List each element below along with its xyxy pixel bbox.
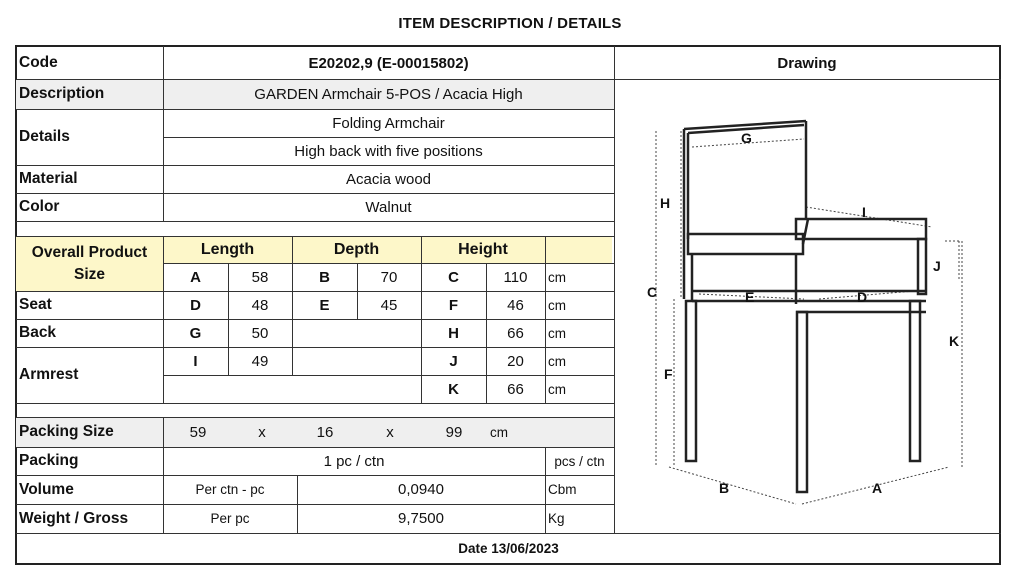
dim-f-value: 46 [507,296,524,314]
size-label-bg [16,236,163,291]
armrest-label: Armrest [19,366,79,383]
dim-b-value: 70 [380,268,398,286]
packing-label: Packing [19,452,79,469]
size-header-bg [163,236,612,263]
dim-d-value: 48 [251,296,269,314]
seat-label: Seat [19,296,52,313]
packing-unit: pcs / ctn [554,453,605,469]
details-label: Details [19,128,70,145]
packing-width: 16 [316,423,334,441]
color-label: Color [19,198,60,215]
armrest-k-unit: cm [548,381,566,397]
dim-i-value: 49 [251,352,269,370]
length-header: Length [200,240,255,258]
dim-g-value: 50 [251,324,269,342]
drawing-label-h: H [660,195,670,211]
drawing-label-c: C [647,284,657,300]
volume-label: Volume [19,480,74,498]
dim-e-value: 45 [380,296,398,314]
dim-k-value: 66 [507,380,524,398]
dim-c-value: 110 [503,268,528,286]
dim-d-letter: D [190,296,201,314]
drawing-label: Drawing [777,54,837,72]
color-value: Walnut [365,198,412,216]
date-footer: Date 13/06/2023 [458,541,559,556]
dim-e-letter: E [319,296,330,314]
dim-j-letter: J [449,352,458,370]
weight-value: 9,7500 [398,510,444,527]
packing-x-2: x [386,423,394,441]
drawing-label-d: D [857,289,867,305]
overall-size-label: Overall Product Size [31,243,148,283]
packing-height: 99 [445,423,463,441]
dim-a-letter: A [190,268,201,286]
description-row-bg [16,79,614,109]
drawing-label-a: A [872,480,882,496]
depth-header: Depth [333,240,380,258]
details-line-2: High back with five positions [294,142,483,160]
back-label: Back [19,324,57,341]
details-line-1: Folding Armchair [332,114,445,132]
drawing-label-f: F [664,366,673,382]
drawing-label-e: E [745,289,754,305]
chair-drawing: G H I J C E D K F B A [647,119,963,505]
weight-sub: Per pc [210,511,250,526]
volume-sub: Per ctn - pc [195,482,265,497]
code-label: Code [19,54,58,71]
volume-value: 0,0940 [398,481,444,498]
code-value: E20202,9 (E-00015802) [308,54,469,72]
dim-g-letter: G [189,324,202,342]
dim-c-letter: C [448,268,459,286]
packing-value: 1 pc / ctn [323,452,385,470]
overall-unit: cm [548,269,566,285]
details-table [15,45,1001,565]
seat-unit: cm [548,297,566,313]
weight-label: Weight / Gross [19,509,129,527]
document-title: ITEM DESCRIPTION / DETAILS [398,15,622,32]
packing-size-unit: cm [490,424,508,440]
drawing-label-g: G [741,130,752,146]
packing-size-row-bg [16,417,614,447]
drawing-label-j: J [933,258,941,274]
description-label: Description [19,85,105,102]
packing-size-label: Packing Size [19,423,114,440]
material-value: Acacia wood [345,170,432,188]
dim-h-letter: H [448,324,459,342]
packing-x-1: x [258,423,266,441]
back-unit: cm [548,325,566,341]
dim-f-letter: F [448,296,459,314]
weight-unit: Kg [548,511,565,526]
dim-b-letter: B [319,268,330,286]
drawing-label-k: K [949,333,959,349]
dim-a-value: 58 [251,268,269,286]
dim-h-value: 66 [507,324,524,342]
dim-i-letter: I [193,352,198,370]
packing-length: 59 [189,423,207,441]
armrest-j-unit: cm [548,353,566,369]
material-label: Material [19,170,78,187]
dim-j-value: 20 [507,352,524,370]
drawing-label-i: I [862,204,866,220]
drawing-label-b: B [719,480,729,496]
dim-k-letter: K [448,380,459,398]
volume-unit: Cbm [548,482,577,497]
description-value: GARDEN Armchair 5-POS / Acacia High [254,85,523,103]
height-header: Height [458,240,508,258]
